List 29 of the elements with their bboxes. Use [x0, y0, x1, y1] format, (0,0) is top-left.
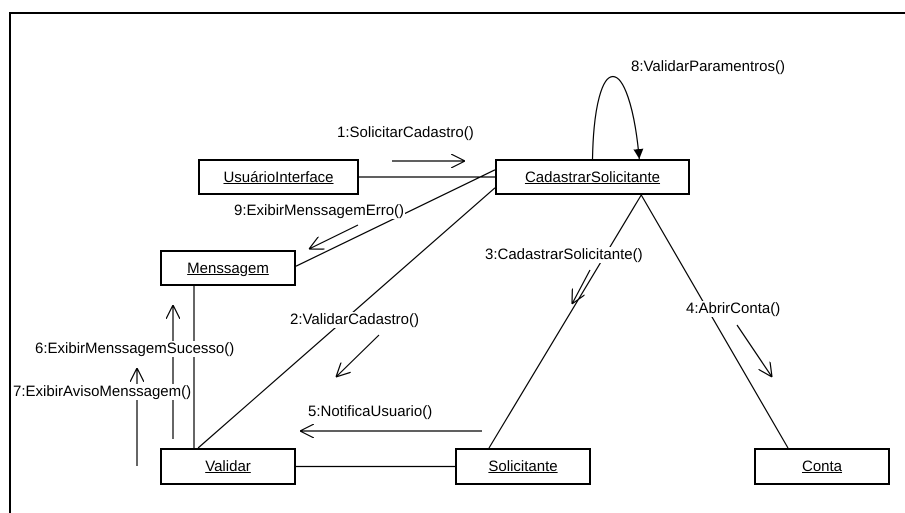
- object-name: CadastrarSolicitante: [524, 168, 660, 186]
- message-label: 7:ExibirAvisoMenssagem(): [12, 384, 192, 400]
- object-box: [455, 448, 591, 485]
- object-name: Conta: [802, 458, 842, 475]
- link-line: [296, 466, 455, 468]
- link-line: [488, 194, 642, 448]
- self-link: [592, 76, 644, 160]
- link-line: [193, 286, 195, 448]
- object-box: [160, 250, 296, 286]
- message-label: 3:CadastrarSolicitante(): [484, 247, 644, 263]
- link-line: [198, 187, 496, 448]
- message-label: 2:ValidarCadastro(): [289, 312, 420, 328]
- object-name: Solicitante: [488, 458, 558, 475]
- message-label: 4:AbrirConta(): [685, 301, 782, 317]
- link-line: [359, 176, 495, 178]
- object-name: Menssagem: [187, 260, 269, 276]
- message-label: 5:NotificaUsuario(): [307, 404, 434, 420]
- object-box: [495, 159, 690, 195]
- message-label: 6:ExibirMenssagemSucesso(): [34, 341, 236, 357]
- message-label: 8:ValidarParamentros(): [630, 59, 786, 75]
- object-box: [754, 448, 890, 485]
- object-box: [160, 448, 296, 485]
- message-label: 9:ExibirMenssagemErro(): [233, 203, 406, 219]
- link-line: [640, 194, 789, 448]
- link-line: [296, 169, 496, 267]
- message-label: 1:SolicitarCadastro(): [336, 125, 475, 141]
- object-name: UsuárioInterface: [223, 168, 334, 186]
- object-box: [198, 159, 359, 195]
- object-name: Validar: [205, 458, 251, 475]
